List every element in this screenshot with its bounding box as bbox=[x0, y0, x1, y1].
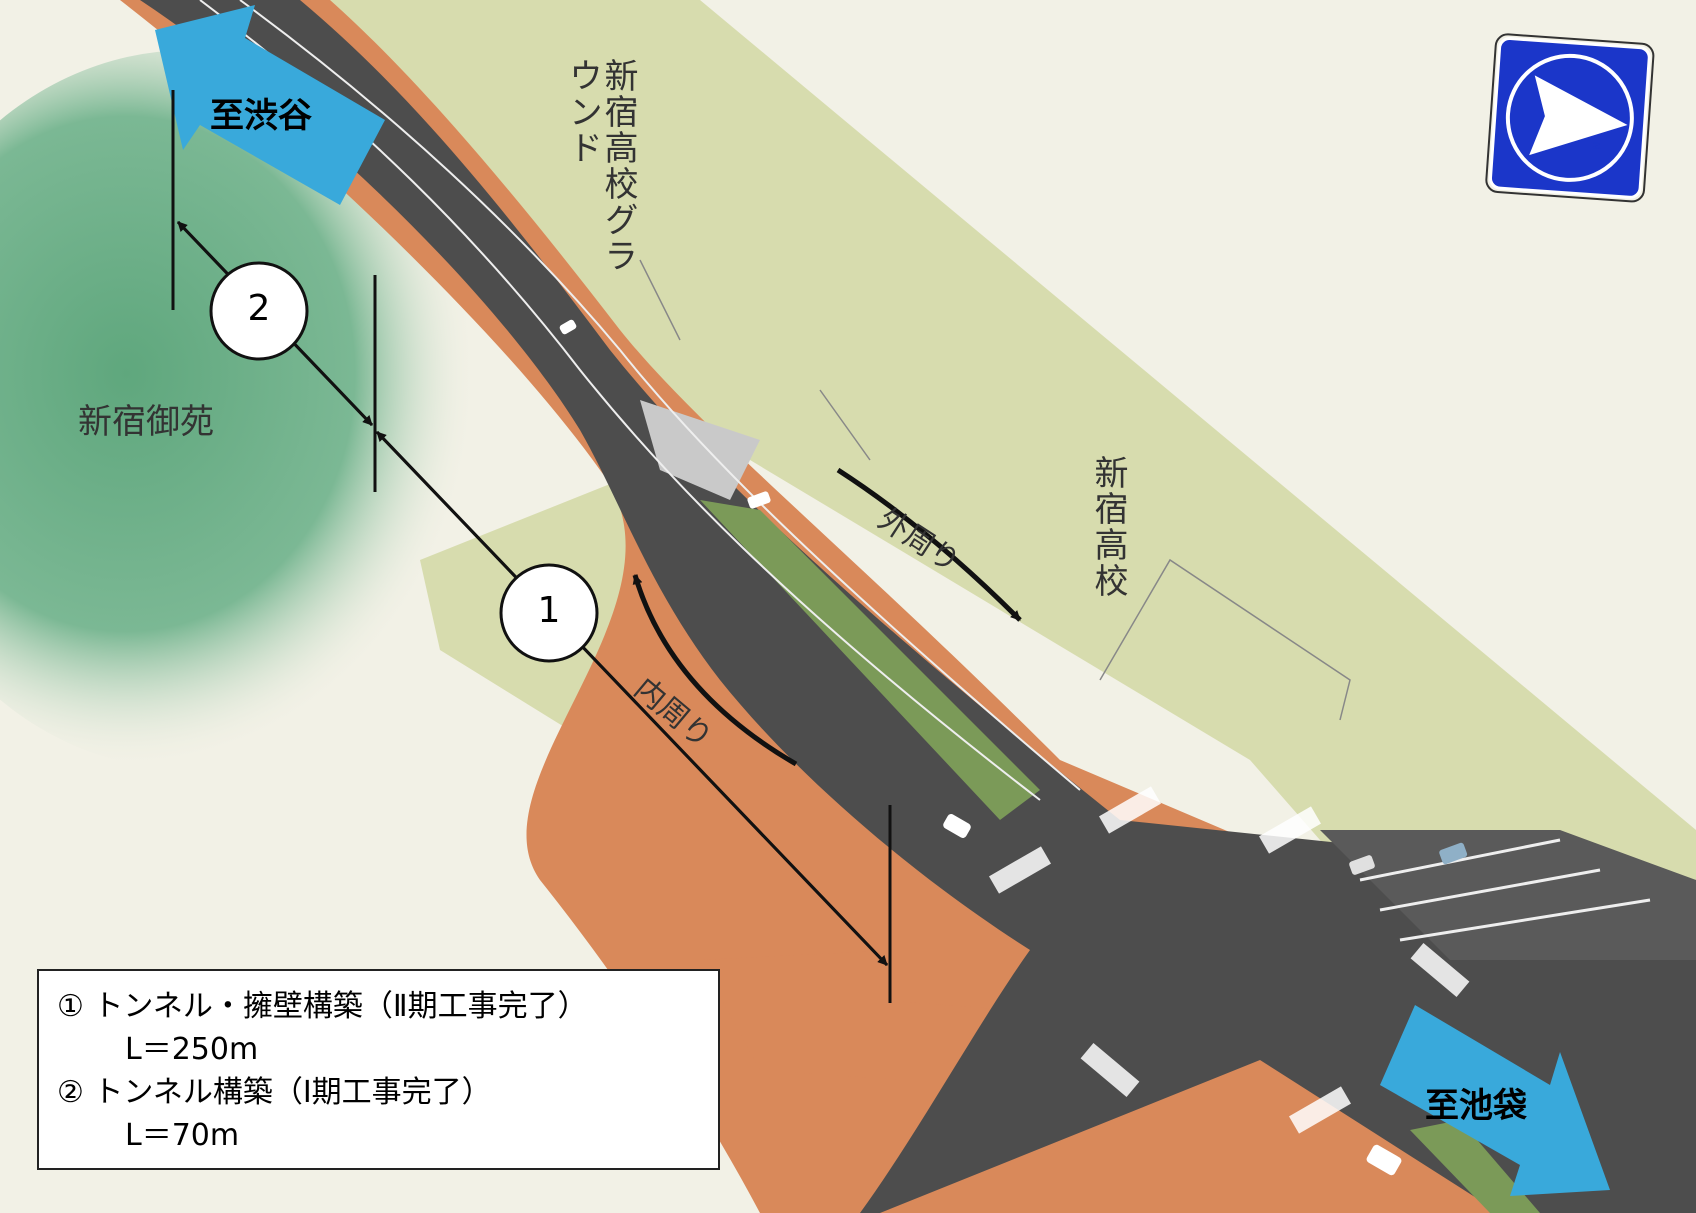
cross-road-lanes bbox=[1320, 830, 1696, 960]
car-icons bbox=[559, 319, 1468, 1176]
outer-loop-arrow bbox=[836, 467, 1022, 622]
destination-shibuya: 至渋谷 bbox=[210, 96, 312, 136]
marker-1-circle bbox=[499, 563, 599, 663]
crosswalk-marks bbox=[989, 786, 1470, 1134]
marker-1-number: 1 bbox=[537, 590, 561, 631]
park-area bbox=[0, 50, 510, 770]
school-ground-area bbox=[330, 0, 1696, 1000]
cross-road-lane-lines bbox=[1359, 838, 1651, 942]
marker-2-circle bbox=[209, 261, 309, 361]
legend-item-2-length: L＝70m bbox=[125, 1118, 240, 1153]
label-high-school-ground: 新宿高校グラウンド bbox=[562, 58, 638, 274]
lane-line bbox=[239, 0, 1081, 791]
label-shinjuku-gyoen: 新宿御苑 bbox=[78, 402, 214, 442]
legend-item-2: ② トンネル構築（Ⅰ期工事完了） bbox=[57, 1075, 492, 1110]
tunnel-portal bbox=[640, 400, 760, 500]
road-surface bbox=[140, 0, 1696, 1213]
legend-box: ① トンネル・擁壁構築（Ⅱ期工事完了） L＝250m ② トンネル構築（Ⅰ期工事… bbox=[37, 969, 720, 1170]
corner-sidewalk-left bbox=[700, 950, 900, 1080]
legend-item-1-length: L＝250m bbox=[125, 1032, 259, 1067]
boundary-lines bbox=[639, 259, 1351, 721]
median-strip-south bbox=[1410, 1120, 1540, 1213]
legend-item-1: ① トンネル・擁壁構築（Ⅱ期工事完了） bbox=[57, 989, 588, 1024]
inner-loop-arrow bbox=[632, 574, 798, 767]
svg-text:N: N bbox=[1590, 141, 1601, 149]
destination-ikebukuro: 至池袋 bbox=[1425, 1086, 1527, 1126]
shibuya-arrow bbox=[155, 5, 385, 205]
median-strip bbox=[700, 500, 1040, 820]
compass-north-icon: N bbox=[1485, 33, 1655, 203]
ikebukuro-arrow bbox=[1380, 1005, 1610, 1196]
marker-2-number: 2 bbox=[247, 288, 271, 329]
label-high-school: 新宿高校 bbox=[1088, 455, 1128, 599]
